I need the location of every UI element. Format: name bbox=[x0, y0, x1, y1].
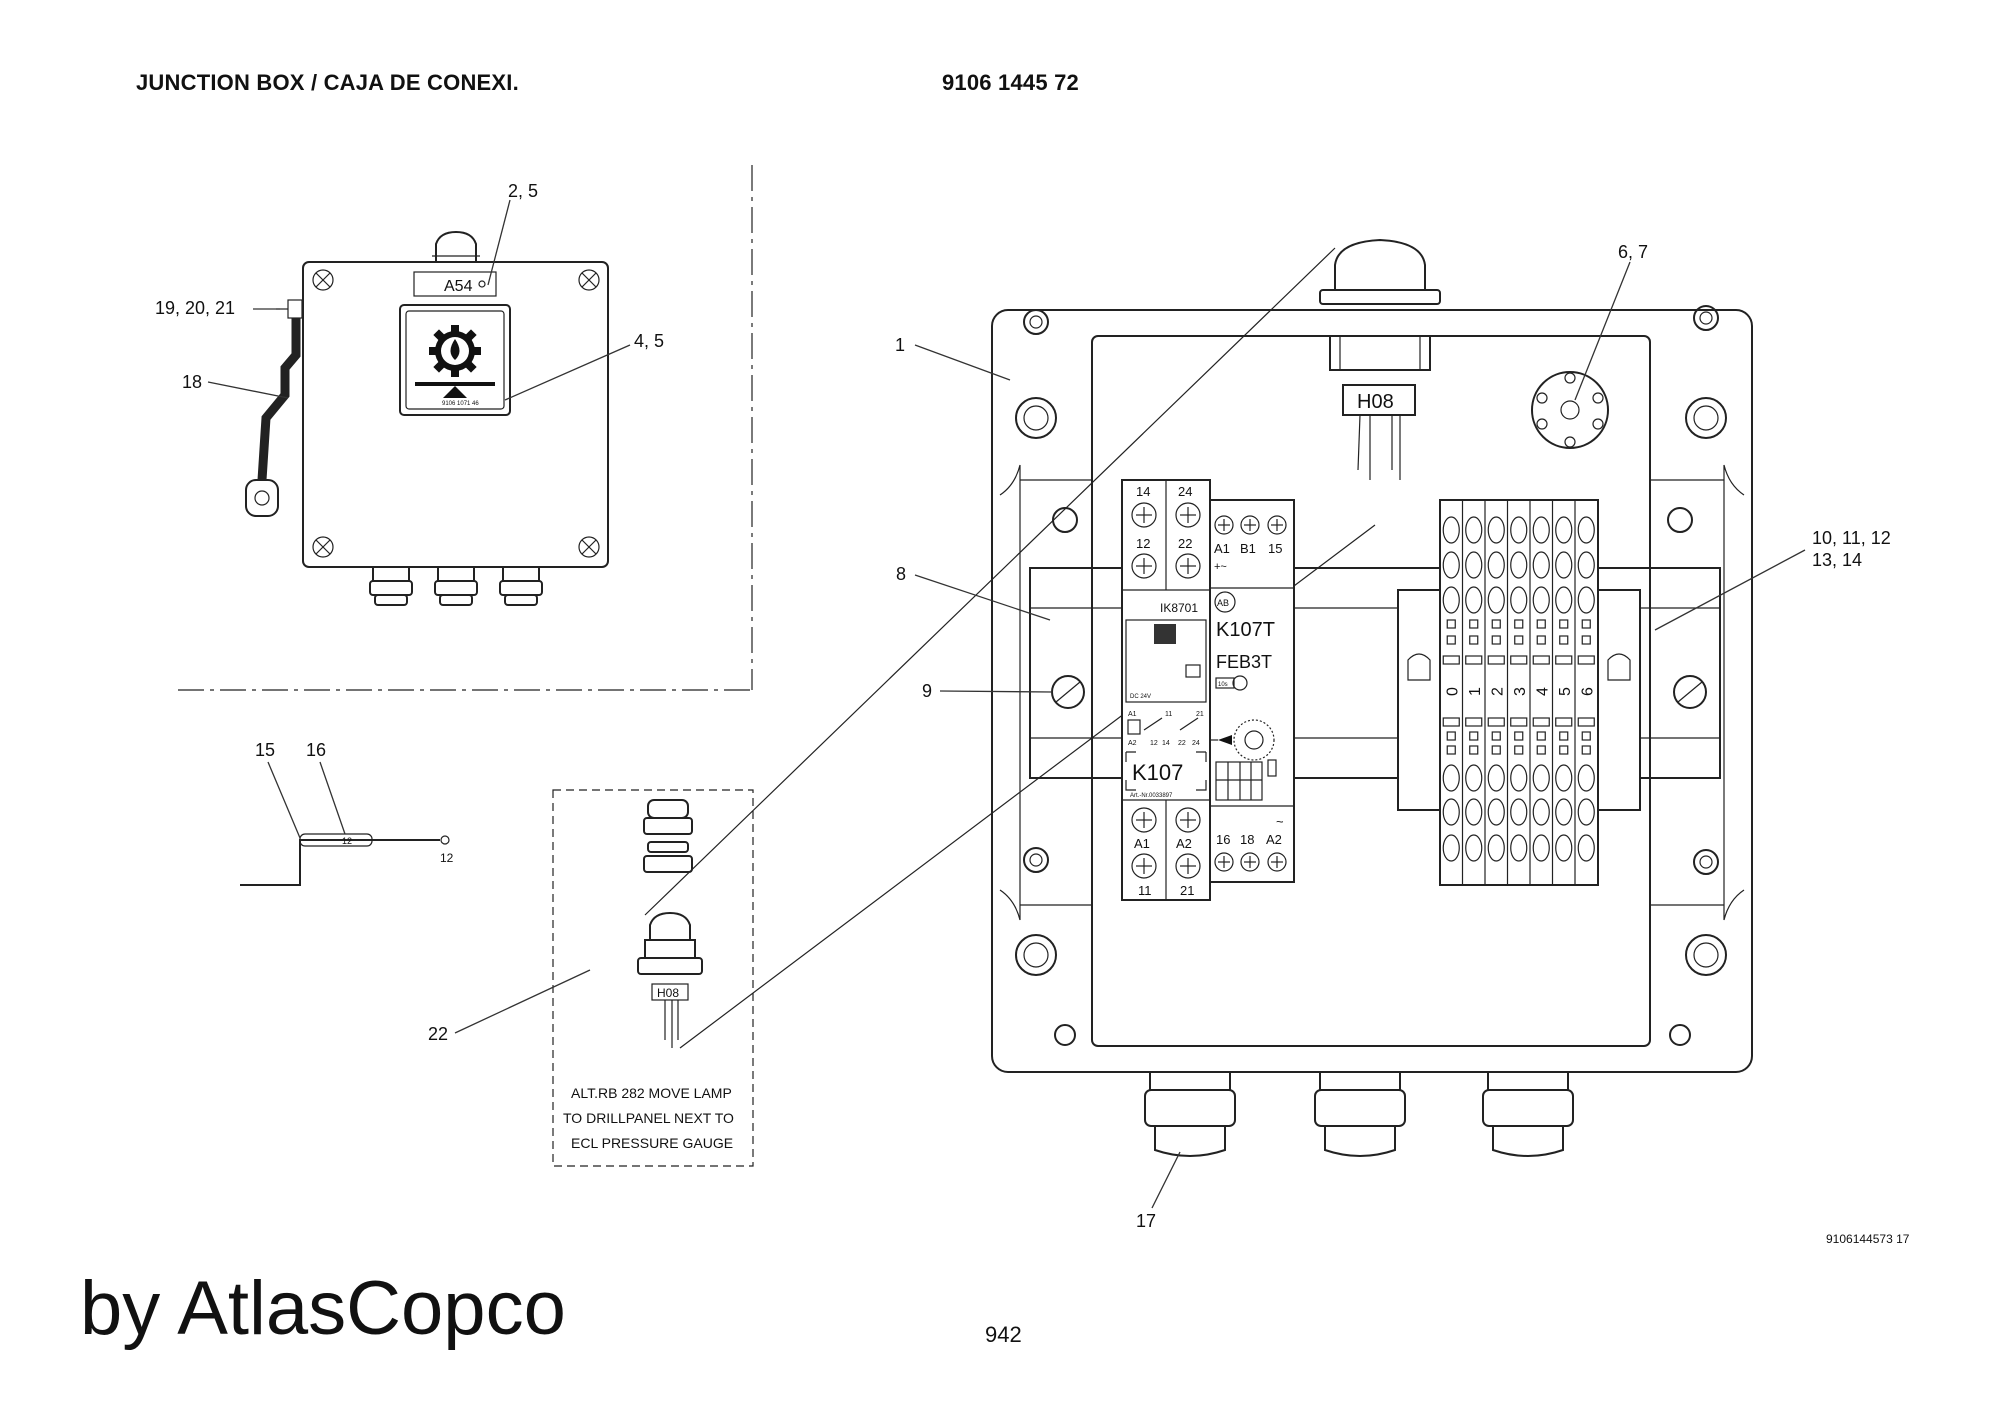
plate-label: A54 bbox=[444, 278, 473, 295]
mounting-hole-icon bbox=[1015, 305, 1727, 1046]
svg-text:11: 11 bbox=[1165, 711, 1172, 718]
svg-text:IK8701: IK8701 bbox=[1160, 601, 1198, 615]
callout-13-14: 13, 14 bbox=[1812, 550, 1862, 570]
svg-text:12: 12 bbox=[1150, 740, 1158, 747]
svg-text:+~: +~ bbox=[1214, 561, 1227, 573]
note-line-1: ALT.RB 282 MOVE LAMP bbox=[571, 1085, 732, 1101]
projection-line bbox=[644, 247, 1336, 916]
callout-22: 22 bbox=[428, 1024, 448, 1044]
callout-9: 9 bbox=[922, 681, 932, 701]
main-junction-box: H08 14 24 12 22 bbox=[914, 238, 1806, 1209]
callout-19-20-21: 19, 20, 21 bbox=[155, 298, 235, 318]
callout-17: 17 bbox=[1136, 1211, 1156, 1231]
lamp-h08: H08 bbox=[1319, 238, 1441, 480]
ground-strap bbox=[257, 318, 301, 481]
lamp-detail-box: H08 ALT.RB 282 MOVE LAMP TO DRILLPANEL N… bbox=[454, 789, 754, 1167]
svg-text:11: 11 bbox=[1138, 883, 1152, 898]
marker-sleeve-label: 12 bbox=[342, 836, 352, 846]
svg-text:B1: B1 bbox=[1240, 541, 1256, 556]
part-number: 9106 1445 72 bbox=[942, 70, 1079, 95]
page-title: JUNCTION BOX / CAJA DE CONEXI. bbox=[136, 70, 519, 95]
svg-text:16: 16 bbox=[1216, 832, 1230, 847]
label-code: 9106 1071 46 bbox=[442, 401, 479, 407]
callout-8: 8 bbox=[896, 564, 906, 584]
svg-text:AB: AB bbox=[1217, 598, 1229, 608]
callout-4-5: 4, 5 bbox=[634, 331, 664, 351]
wire-with-marker: 12 12 bbox=[240, 761, 454, 886]
svg-text:21: 21 bbox=[1196, 711, 1204, 718]
callout-6-7: 6, 7 bbox=[1618, 242, 1648, 262]
svg-text:12: 12 bbox=[1136, 536, 1150, 551]
lamp-label: H08 bbox=[1357, 391, 1394, 413]
corner-screw-icon bbox=[312, 269, 600, 558]
terminal-label: 5 bbox=[1557, 687, 1574, 696]
callout-18: 18 bbox=[182, 372, 202, 392]
terminal-label: 2 bbox=[1489, 687, 1506, 696]
drawing-reference: 9106144573 17 bbox=[1826, 1232, 1910, 1246]
callout-1: 1 bbox=[895, 335, 905, 355]
page-number: 942 bbox=[985, 1322, 1022, 1347]
connector-socket-icon bbox=[1531, 371, 1609, 449]
callout-16: 16 bbox=[306, 740, 326, 760]
terminal-label: 3 bbox=[1512, 687, 1529, 696]
small-junction-box: A54 9106 1071 46 bbox=[207, 199, 631, 606]
svg-text:10s: 10s bbox=[1218, 682, 1228, 688]
section-separators bbox=[178, 165, 753, 691]
callout-2-5: 2, 5 bbox=[508, 181, 538, 201]
svg-text:Art.-Nr.0033897: Art.-Nr.0033897 bbox=[1130, 793, 1173, 799]
lubrication-gear-icon bbox=[415, 325, 495, 398]
note-line-3: ECL PRESSURE GAUGE bbox=[571, 1135, 733, 1151]
svg-text:K107: K107 bbox=[1132, 760, 1183, 785]
rail-screw-icon bbox=[1673, 675, 1707, 709]
brand-footer: by AtlasCopco bbox=[80, 1266, 566, 1351]
lamp-label-small: H08 bbox=[657, 986, 679, 1000]
contactor-k107: 14 24 12 22 IK8701 DC 24V A1 11 21 A2 12… bbox=[1121, 479, 1211, 901]
svg-text:~: ~ bbox=[1276, 814, 1284, 829]
terminal-label: 6 bbox=[1579, 687, 1596, 696]
svg-text:FEB3T: FEB3T bbox=[1216, 652, 1272, 672]
note-line-2: TO DRILLPANEL NEXT TO bbox=[563, 1110, 734, 1126]
svg-text:21: 21 bbox=[1180, 883, 1194, 898]
svg-text:A2: A2 bbox=[1128, 740, 1137, 747]
svg-text:22: 22 bbox=[1178, 536, 1192, 551]
svg-text:24: 24 bbox=[1192, 740, 1200, 747]
terminal-label: 1 bbox=[1467, 687, 1484, 696]
svg-text:A1: A1 bbox=[1134, 836, 1150, 851]
svg-text:K107T: K107T bbox=[1216, 619, 1275, 641]
svg-text:A1: A1 bbox=[1128, 711, 1137, 718]
svg-text:14: 14 bbox=[1162, 740, 1170, 747]
svg-text:A2: A2 bbox=[1176, 836, 1192, 851]
svg-text:A2: A2 bbox=[1266, 832, 1282, 847]
callout-15: 15 bbox=[255, 740, 275, 760]
callout-10-11-12: 10, 11, 12 bbox=[1812, 528, 1891, 548]
svg-text:DC 24V: DC 24V bbox=[1130, 694, 1151, 700]
svg-text:18: 18 bbox=[1240, 832, 1254, 847]
svg-text:22: 22 bbox=[1178, 740, 1186, 747]
svg-text:A1: A1 bbox=[1214, 541, 1230, 556]
terminal-label: 4 bbox=[1534, 687, 1551, 696]
svg-text:24: 24 bbox=[1178, 484, 1192, 499]
timer-k107t: A1 B1 15 +~ AB K107T FEB3T 10s ~ 16 18 A… bbox=[1209, 499, 1295, 883]
lamp-icon bbox=[435, 230, 477, 262]
marker-end-label: 12 bbox=[440, 851, 454, 865]
cable-gland-icon bbox=[1144, 1071, 1574, 1157]
lamp-icon bbox=[649, 911, 691, 941]
svg-text:15: 15 bbox=[1268, 541, 1282, 556]
terminal-label: 0 bbox=[1444, 687, 1461, 696]
cable-gland-icon bbox=[369, 566, 543, 606]
svg-text:14: 14 bbox=[1136, 484, 1150, 499]
